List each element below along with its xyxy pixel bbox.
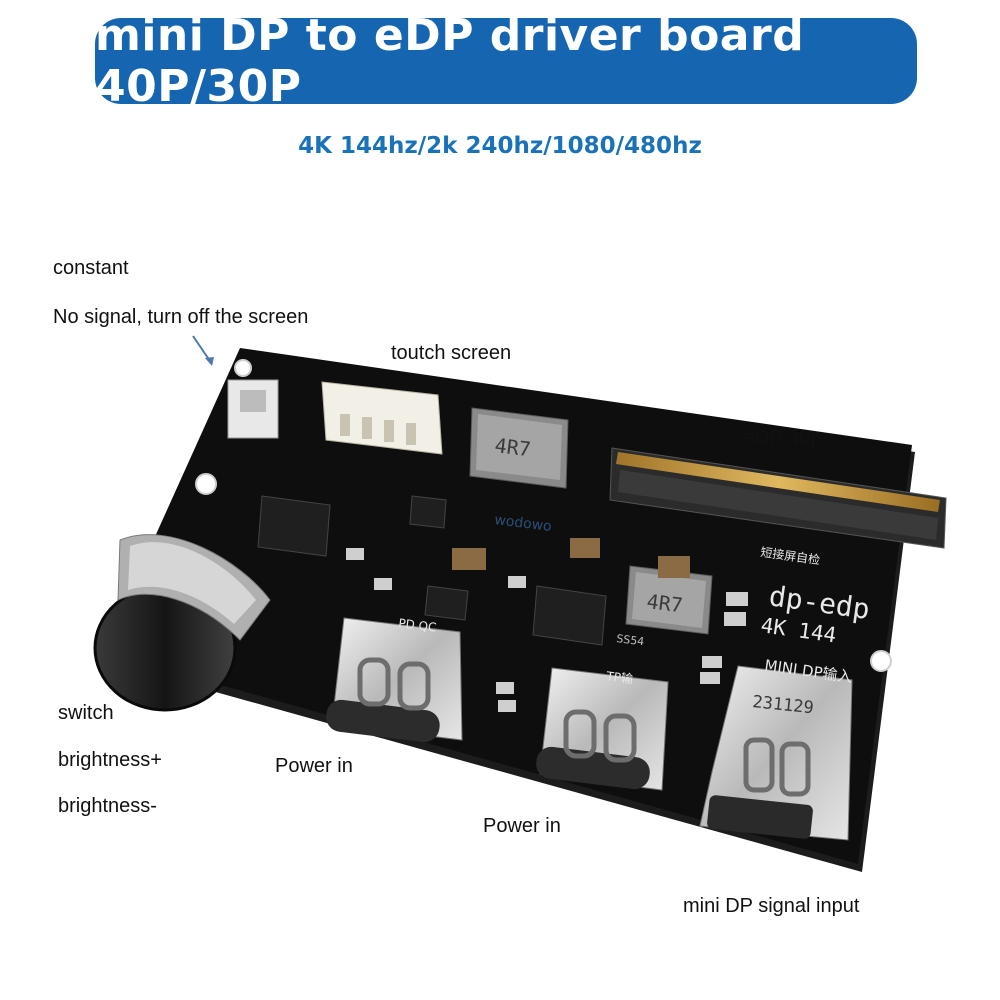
silk-tp: TP输 bbox=[605, 668, 634, 686]
usb-c-port-2 bbox=[536, 667, 669, 791]
brightness-wheel bbox=[93, 534, 271, 712]
label-constant: constant bbox=[53, 257, 129, 279]
ic-1 bbox=[257, 495, 331, 557]
title-banner: mini DP to eDP driver board 40P/30P bbox=[95, 10, 917, 112]
inductor-1: 4R7 bbox=[469, 407, 569, 489]
subtitle: 4K 144hz/2k 240hz/1080/480hz bbox=[298, 133, 702, 159]
inductor-2-label: 4R7 bbox=[645, 589, 684, 617]
watermark: wodowo bbox=[494, 512, 553, 535]
title-text: mini DP to eDP driver board 40P/30P bbox=[95, 10, 805, 112]
label-power-in-2: Power in bbox=[483, 815, 561, 837]
label-touch-screen: toutch screen bbox=[391, 342, 512, 364]
mount-hole-l bbox=[195, 473, 217, 495]
passives bbox=[346, 538, 748, 712]
inductor-1-label: 4R7 bbox=[493, 433, 532, 461]
label-brightness-plus: brightness+ bbox=[58, 749, 162, 771]
mini-dp-port: 231129 bbox=[699, 665, 853, 841]
touch-connector bbox=[321, 381, 443, 455]
silk-pd-qc: PD QC bbox=[398, 616, 438, 635]
label-no-signal: No signal, turn off the screen bbox=[53, 306, 309, 328]
ic-2 bbox=[532, 585, 607, 646]
label-brightness-minus: brightness- bbox=[58, 795, 157, 817]
mount-hole-r bbox=[870, 650, 892, 672]
label-edp: eDP 40p bbox=[744, 427, 822, 449]
label-switch: switch bbox=[58, 702, 114, 724]
usb-c-port-1 bbox=[326, 617, 463, 743]
ic-4 bbox=[409, 495, 447, 529]
ic-3 bbox=[424, 585, 469, 621]
mount-hole-tl bbox=[234, 359, 252, 377]
edp-connector bbox=[609, 447, 947, 549]
inductor-2: 4R7 bbox=[625, 565, 713, 635]
label-mini-dp-input: mini DP signal input bbox=[683, 895, 860, 917]
silk-diode: SS54 bbox=[616, 632, 645, 648]
label-power-in-1: Power in bbox=[275, 755, 353, 777]
